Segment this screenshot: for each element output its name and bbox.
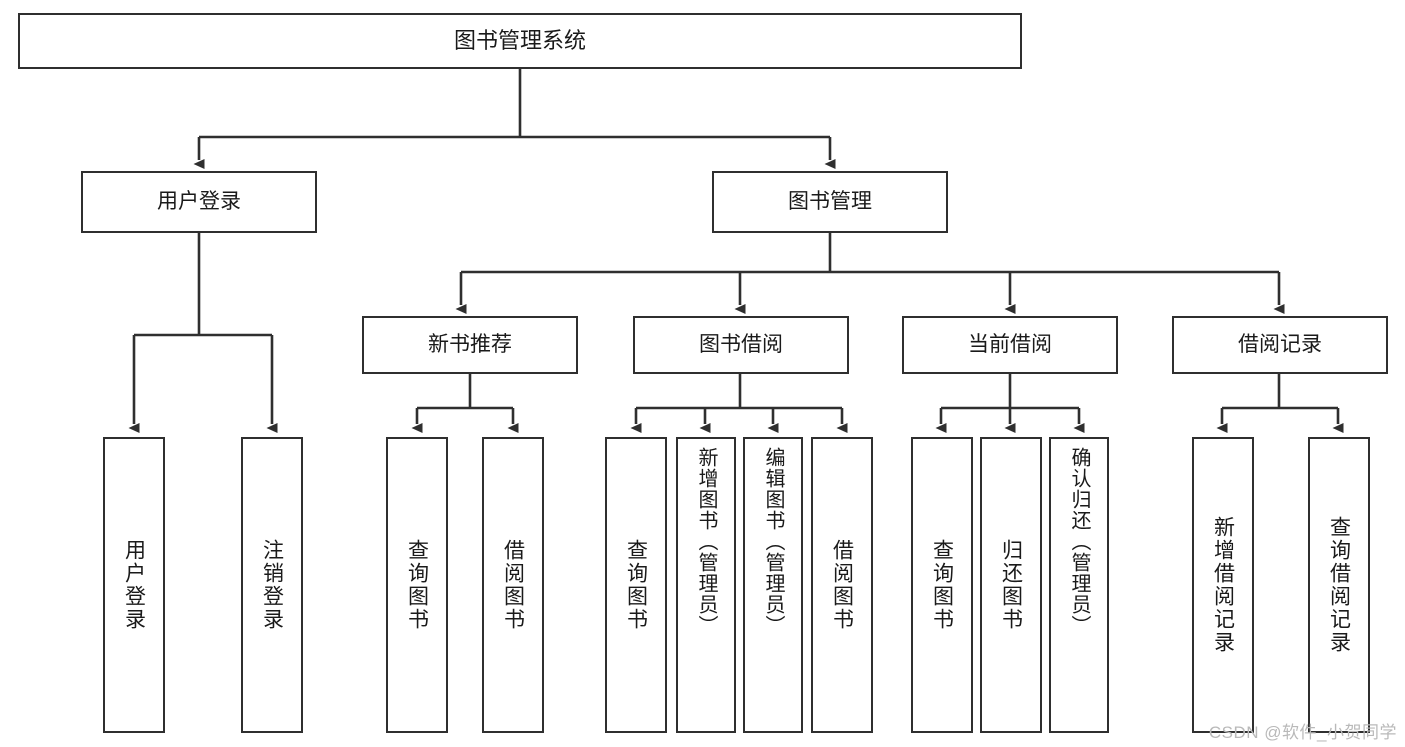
node-leaf-user-login-label: 用户登录 — [122, 539, 146, 631]
node-leaf-logout[interactable]: 注销登录 — [241, 437, 303, 733]
node-leaf-edit-book-admin[interactable]: 编辑图书（管理员） — [743, 437, 803, 733]
node-leaf-user-login[interactable]: 用户登录 — [103, 437, 165, 733]
node-leaf-query-book-recommend[interactable]: 查询图书 — [386, 437, 448, 733]
node-book-borrow-label: 图书借阅 — [699, 332, 783, 356]
node-leaf-add-borrow-record[interactable]: 新增借阅记录 — [1192, 437, 1254, 733]
node-leaf-query-book-current[interactable]: 查询图书 — [911, 437, 973, 733]
node-leaf-confirm-return-admin-label: 确认归还（管理员） — [1068, 447, 1090, 636]
node-leaf-edit-book-admin-label: 编辑图书（管理员） — [762, 447, 784, 636]
node-root-label: 图书管理系统 — [453, 28, 586, 54]
node-new-book-recommend[interactable]: 新书推荐 — [362, 316, 578, 374]
node-leaf-query-borrow-record-label: 查询借阅记录 — [1327, 516, 1351, 654]
node-leaf-add-book-admin[interactable]: 新增图书（管理员） — [676, 437, 736, 733]
node-leaf-borrow-book[interactable]: 借阅图书 — [811, 437, 873, 733]
node-leaf-borrow-book-recommend-label: 借阅图书 — [501, 539, 525, 631]
node-book-management-label: 图书管理 — [788, 189, 872, 213]
node-user-login-label: 用户登录 — [157, 189, 241, 213]
node-leaf-logout-label: 注销登录 — [260, 539, 284, 631]
node-leaf-return-book-label: 归还图书 — [999, 539, 1023, 631]
node-current-borrow[interactable]: 当前借阅 — [902, 316, 1118, 374]
node-leaf-confirm-return-admin[interactable]: 确认归还（管理员） — [1049, 437, 1109, 733]
node-leaf-borrow-book-recommend[interactable]: 借阅图书 — [482, 437, 544, 733]
node-leaf-query-book-borrow[interactable]: 查询图书 — [605, 437, 667, 733]
node-current-borrow-label: 当前借阅 — [968, 332, 1052, 356]
node-user-login[interactable]: 用户登录 — [81, 171, 317, 233]
node-borrow-record[interactable]: 借阅记录 — [1172, 316, 1388, 374]
node-leaf-query-book-recommend-label: 查询图书 — [405, 539, 429, 631]
node-leaf-query-borrow-record[interactable]: 查询借阅记录 — [1308, 437, 1370, 733]
node-borrow-record-label: 借阅记录 — [1238, 332, 1322, 356]
node-leaf-add-book-admin-label: 新增图书（管理员） — [695, 447, 717, 636]
node-root[interactable]: 图书管理系统 — [18, 13, 1022, 69]
node-new-book-recommend-label: 新书推荐 — [428, 332, 512, 356]
node-leaf-borrow-book-label: 借阅图书 — [830, 539, 854, 631]
node-leaf-query-book-current-label: 查询图书 — [930, 539, 954, 631]
node-book-management[interactable]: 图书管理 — [712, 171, 948, 233]
node-leaf-add-borrow-record-label: 新增借阅记录 — [1211, 516, 1235, 654]
node-leaf-return-book[interactable]: 归还图书 — [980, 437, 1042, 733]
node-leaf-query-book-borrow-label: 查询图书 — [624, 539, 648, 631]
node-book-borrow[interactable]: 图书借阅 — [633, 316, 849, 374]
watermark-text: CSDN @软件_小贺同学 — [1208, 723, 1397, 742]
